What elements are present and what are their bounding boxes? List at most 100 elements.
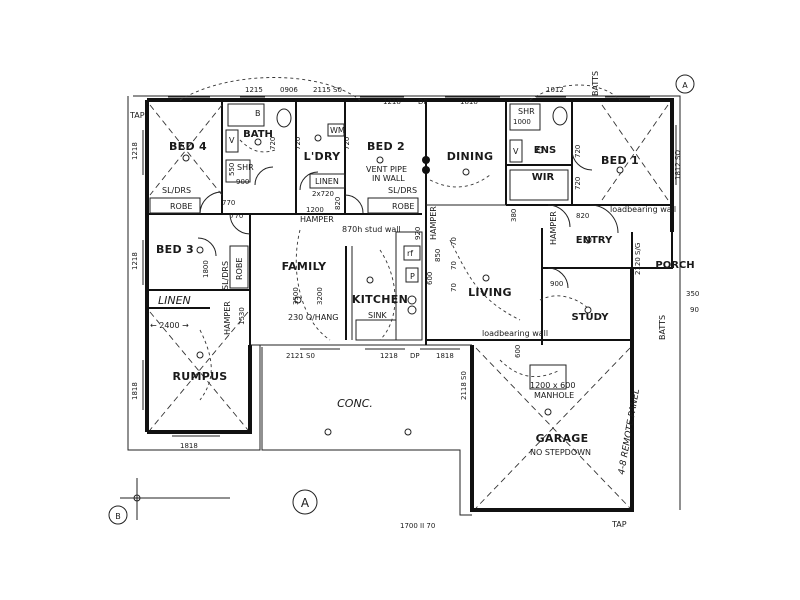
room-rumpus: RUMPUS <box>172 370 227 383</box>
note-hamper-1: HAMPER <box>300 215 334 224</box>
note-stud-wall: 870h stud wall <box>342 225 401 234</box>
note-o-hang: 230 O/HANG <box>288 313 338 322</box>
note-sldrs-bed4: SL/DRS <box>162 186 191 195</box>
dim-380: 380 <box>510 209 518 222</box>
room-study: STUDY <box>572 312 610 323</box>
dim-2121: 2121 S0 <box>286 352 315 360</box>
dim-g-2118: 2118 S0 <box>460 371 468 400</box>
dim-820: 820 <box>334 197 342 210</box>
dim-ens-1000: 1000 <box>513 118 531 126</box>
dim-s900: 900 <box>236 178 249 186</box>
room-bed4: BED 4 <box>169 140 207 153</box>
dim-ldry-720: 720 <box>294 137 302 150</box>
note-hamper-4: HAMPER <box>223 301 232 335</box>
note-batts-top: BATTS <box>591 71 600 96</box>
dim-entry-820: 820 <box>576 212 589 220</box>
dim-70-c: 70 <box>450 283 458 292</box>
note-hamper-3: HAMPER <box>549 211 558 245</box>
dim-2x720: 2x720 <box>312 190 334 198</box>
note-manhole-size: 1200 x 600 <box>530 381 575 390</box>
dim-70-a: 70 <box>450 237 458 246</box>
windows <box>142 96 677 437</box>
electrical-runs <box>179 77 621 401</box>
dim-bed1-720: 720 <box>574 177 582 190</box>
dim-porch-350: 350 <box>686 290 699 298</box>
door-swings <box>197 149 619 289</box>
note-linen-rumpus: LINEN <box>158 294 191 307</box>
note-rf-box: rf <box>407 249 413 258</box>
dim-top-1218: 1218 <box>383 98 401 106</box>
dim-k-600: 600 <box>426 272 434 285</box>
light-points <box>182 134 624 436</box>
note-robe-bed2: ROBE <box>392 202 414 211</box>
dimensions: 1215 0906 2115 S0 1218 DP 1818 1012 1218… <box>131 86 699 530</box>
dim-bed4-770: 770 <box>222 199 235 207</box>
grid-marker-b: B <box>108 478 230 525</box>
grid-marker-b-label: B <box>115 512 121 521</box>
room-living: LIVING <box>468 286 512 299</box>
dim-top-1012: 1012 <box>546 86 564 94</box>
dim-bot-1818: 1818 <box>180 442 198 450</box>
note-v-ens: V <box>513 147 519 156</box>
external-walls <box>127 95 681 516</box>
room-dining: DINING <box>447 150 494 163</box>
note-sldrs-bed3: SL/DRS <box>221 261 230 290</box>
dim-fam-3500: 3500 <box>292 287 300 305</box>
room-bed3: BED 3 <box>156 243 194 256</box>
room-kitchen: KITCHEN <box>352 293 408 306</box>
dim-top-2115: 2115 S0 <box>313 86 342 94</box>
dim-k-850: 850 <box>434 249 442 262</box>
room-conc: CONC. <box>337 397 373 410</box>
note-batts-porch: BATTS <box>658 315 667 340</box>
dim-70-b: 70 <box>450 261 458 270</box>
dim-w-1818: 1818 <box>436 352 454 360</box>
dim-fam-3200: 3200 <box>316 287 324 305</box>
grid-marker-a-bottom-label: A <box>301 496 310 510</box>
dim-1800: 1800 <box>202 260 210 278</box>
dim-1200: 1200 <box>306 206 324 214</box>
note-p-box: P <box>410 272 415 281</box>
note-manhole: MANHOLE <box>534 391 574 400</box>
note-no-stepdown: NO STEPDOWN <box>530 448 591 457</box>
dim-porch-2120: 2120 S/G <box>634 243 642 275</box>
room-bath: BATH <box>243 129 273 140</box>
room-ens: ENS <box>534 145 556 156</box>
dim-bath-720: 720 <box>269 137 277 150</box>
dim-top-0906: 0906 <box>280 86 298 94</box>
dim-bed2-720: 720 <box>343 137 351 150</box>
room-porch: PORCH <box>655 260 694 271</box>
note-tap-bottom: TAP <box>611 520 627 529</box>
grid-marker-a-bottom: A <box>292 489 318 515</box>
room-family: FAMILY <box>282 260 328 273</box>
dim-top-dp: DP <box>418 98 428 106</box>
room-wir: WIR <box>532 172 555 183</box>
note-shr-ens: SHR <box>518 107 535 116</box>
note-vent-pipe-1: VENT PIPE <box>366 165 407 174</box>
dim-bed3-770: 770 <box>230 212 243 220</box>
note-loadbearing-2: loadbearing wall <box>482 329 548 338</box>
room-entry: ENTRY <box>576 235 613 246</box>
dim-left-1818: 1818 <box>131 382 139 400</box>
room-bed1: BED 1 <box>601 154 639 167</box>
note-hamper-2: HAMPER <box>429 206 438 240</box>
grid-marker-a-top: A <box>675 74 695 94</box>
note-vent-pipe-2: IN WALL <box>372 174 405 183</box>
note-tap-top: TAP <box>129 111 145 120</box>
roof-lines <box>149 104 669 509</box>
dim-top-1818: 1818 <box>460 98 478 106</box>
room-garage: GARAGE <box>536 432 589 445</box>
dim-w-1218: 1218 <box>380 352 398 360</box>
dim-top-1215: 1215 <box>245 86 263 94</box>
dim-ens-720: 720 <box>574 145 582 158</box>
grid-marker-a-top-label: A <box>682 81 688 90</box>
note-sldrs-bed2: SL/DRS <box>388 186 417 195</box>
note-b-box: B <box>255 109 261 118</box>
note-shr-bath: SHR <box>237 163 254 172</box>
note-linen-ldry: LINEN <box>315 177 339 186</box>
dim-left-1218-a: 1218 <box>131 142 139 160</box>
note-robe-bed3: ROBE <box>235 258 244 280</box>
dim-w-600: 600 <box>514 345 522 358</box>
dim-bed1-1812: 1812 SO <box>674 150 682 180</box>
note-v-bath: V <box>229 136 235 145</box>
